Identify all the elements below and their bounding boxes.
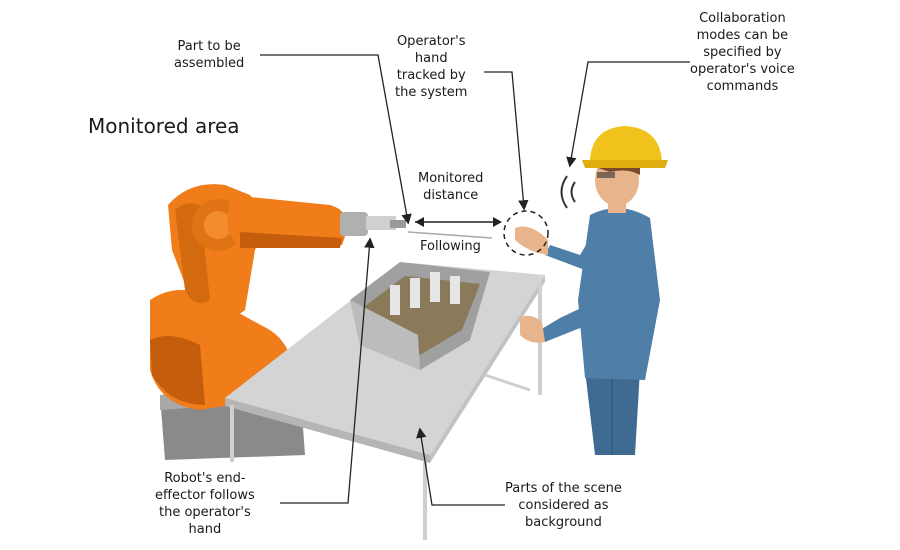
label-part-to-assemble: Part to be assembled [174,38,244,72]
label-collaboration-modes: Collaboration modes can be specified by … [690,10,795,95]
voice-waves [562,176,576,208]
label-following: Following [420,238,481,255]
label-background: Parts of the scene considered as backgro… [505,480,622,531]
distance-arrow [408,217,502,238]
label-monitored-distance: Monitored distance [418,170,483,204]
diagram-title: Monitored area [88,114,240,138]
label-hand-tracked: Operator's hand tracked by the system [395,33,467,101]
label-end-effector: Robot's end- effector follows the operat… [155,470,255,538]
